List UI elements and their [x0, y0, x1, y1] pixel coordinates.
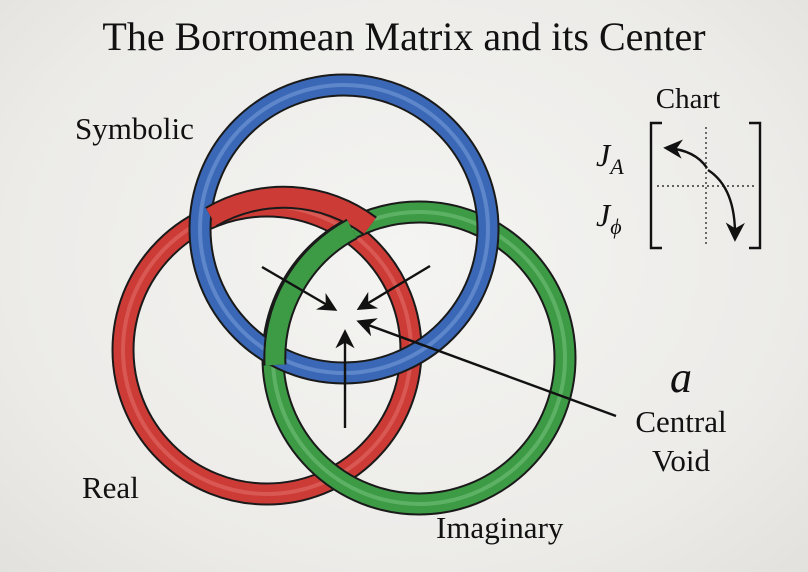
- left-bracket: [649, 121, 662, 250]
- row-label-ja: JA: [596, 137, 624, 179]
- arrow-upper-left: [261, 265, 338, 311]
- real-label: Real: [82, 470, 139, 505]
- row-label-ja-letter: J: [596, 137, 612, 173]
- arrow-from-label: [356, 318, 617, 418]
- row-label-jphi-sub: ϕ: [610, 214, 621, 239]
- symbolic-label: Symbolic: [75, 111, 194, 146]
- chart-inset: Chart JA Jϕ: [596, 83, 762, 250]
- row-label-ja-sub: A: [608, 154, 624, 179]
- chart-title: Chart: [656, 83, 720, 115]
- central-label: Central: [635, 404, 726, 439]
- row-label-jphi-letter: J: [596, 197, 612, 233]
- object-a-symbol: a: [670, 353, 692, 402]
- arrow-upper-right: [356, 264, 431, 310]
- chart-arrow-down: [707, 168, 745, 242]
- void-label: Void: [652, 443, 711, 478]
- real-ring-overlap: [205, 185, 377, 236]
- center-arrows: [261, 264, 617, 428]
- imaginary-label: Imaginary: [436, 510, 564, 545]
- row-label-jphi: Jϕ: [596, 197, 622, 239]
- diagram-title: The Borromean Matrix and its Center: [102, 14, 705, 59]
- right-bracket: [749, 121, 762, 250]
- chart-arrow-up: [663, 139, 708, 169]
